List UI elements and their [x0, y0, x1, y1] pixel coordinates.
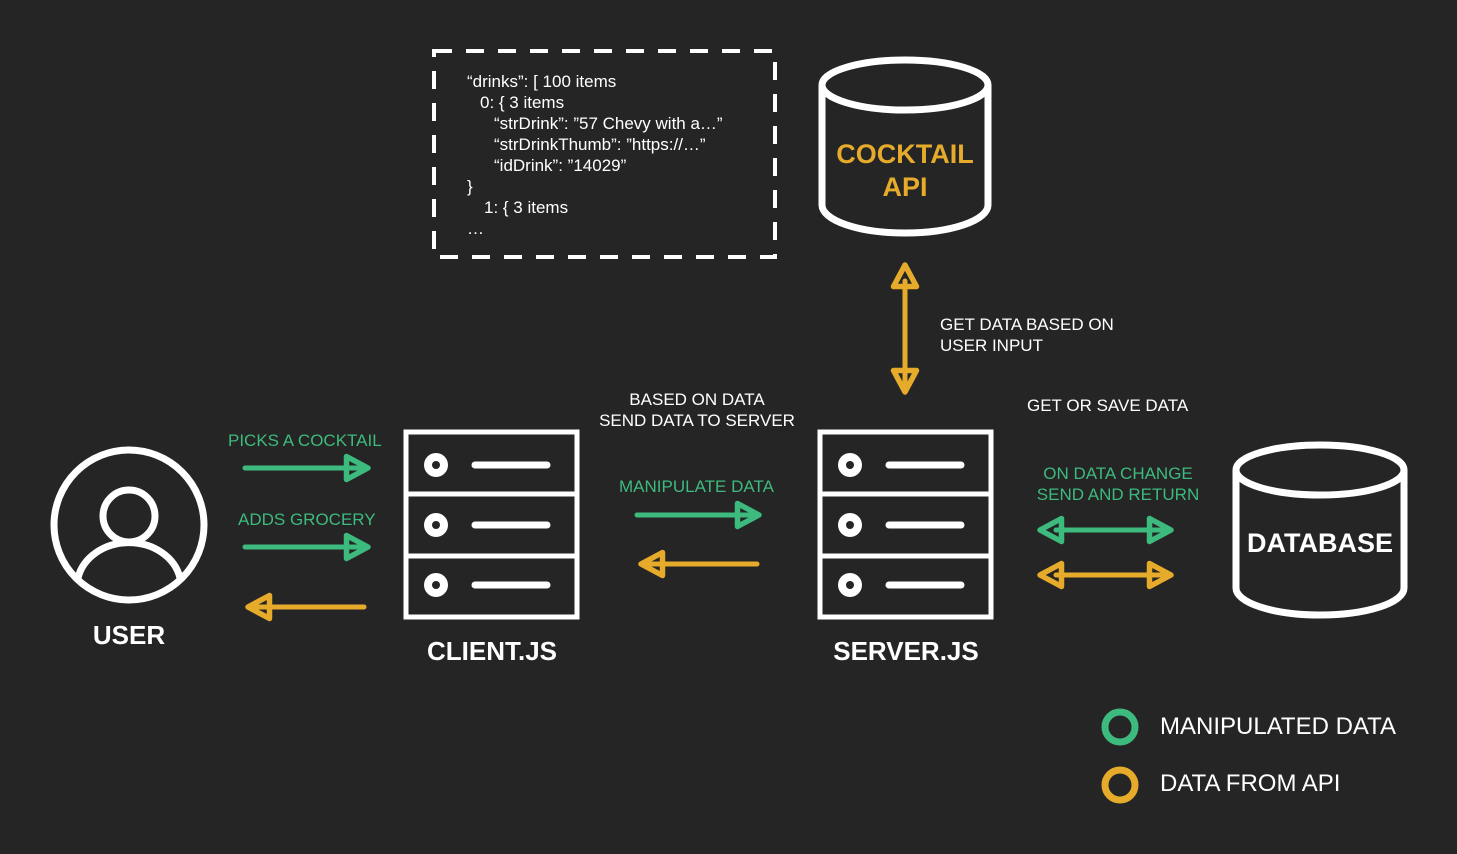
legend-manipulated-swatch-icon [1101, 708, 1139, 746]
edge-label-api-server: GET DATA BASED ON USER INPUT [940, 314, 1114, 356]
user-title: USER [92, 620, 166, 650]
edge-label-data-change-line2: SEND AND RETURN [1036, 485, 1200, 504]
edge-label-adds-grocery: ADDS GROCERY [238, 510, 376, 529]
edge-label-data-change: ON DATA CHANGE SEND AND RETURN [1018, 463, 1218, 505]
json-line-7: 1: { 3 items [484, 198, 569, 217]
json-line-1: “drinks”: [ 100 items [467, 72, 617, 91]
edge-label-picks-cocktail: PICKS A COCKTAIL [228, 431, 382, 450]
server-server-rack-icon [817, 429, 994, 620]
client-server-rack-icon [403, 429, 580, 620]
edge-label-client-server-top-line1: BASED ON DATA [629, 390, 765, 409]
user-icon [50, 446, 208, 604]
client-title: CLIENT.JS [426, 636, 558, 666]
cocktail-api-cylinder-icon [818, 56, 992, 237]
server-title: SERVER.JS [833, 636, 979, 666]
json-line-6: } [467, 177, 473, 196]
cocktail-api-title-line2: API [882, 172, 928, 202]
database-title: DATABASE [1247, 528, 1393, 558]
edge-label-manipulate-data: MANIPULATE DATA [619, 477, 774, 496]
json-line-4: “strDrinkThumb”: ”https://…” [494, 135, 706, 154]
legend-manipulated-label: MANIPULATED DATA [1160, 713, 1397, 740]
json-line-3: “strDrink”: ”57 Chevy with a…” [494, 114, 723, 133]
legend-api-label: DATA FROM API [1160, 770, 1341, 797]
edge-label-client-server-top: BASED ON DATA SEND DATA TO SERVER [592, 389, 802, 431]
json-line-2: 0: { 3 items [480, 93, 565, 112]
legend-api-swatch-icon [1101, 766, 1139, 804]
edge-label-get-or-save: GET OR SAVE DATA [1027, 396, 1189, 415]
edge-label-client-server-top-line2: SEND DATA TO SERVER [599, 411, 795, 430]
json-preview-box [432, 49, 777, 259]
cocktail-api-title: COCKTAIL API [825, 138, 985, 204]
json-line-5: “idDrink”: ”14029” [494, 156, 627, 175]
cocktail-api-title-line1: COCKTAIL [836, 139, 974, 169]
json-line-8: … [467, 219, 484, 238]
edge-label-data-change-line1: ON DATA CHANGE [1043, 464, 1193, 483]
edge-label-api-server-line1: GET DATA BASED ON [940, 315, 1114, 334]
database-cylinder-icon [1232, 441, 1408, 619]
edge-label-api-server-line2: USER INPUT [940, 336, 1043, 355]
